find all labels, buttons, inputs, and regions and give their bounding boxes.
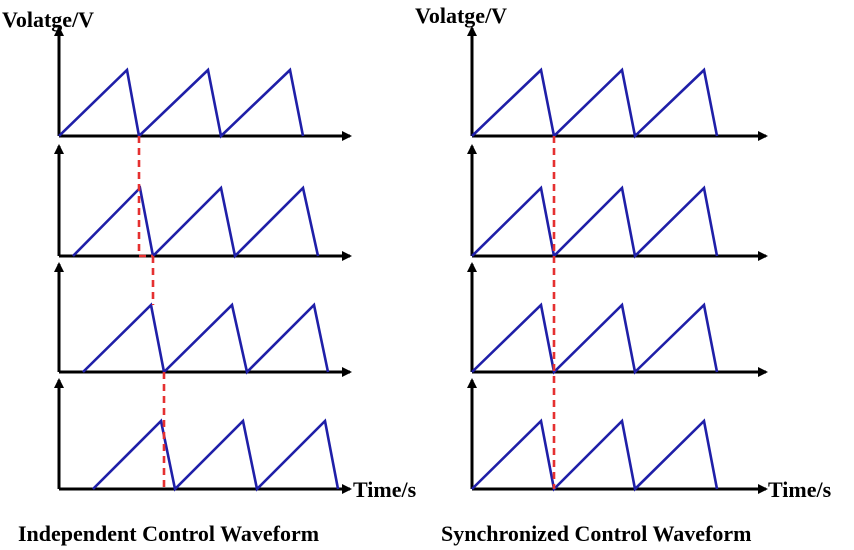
right-row-4 <box>467 378 768 494</box>
right-y-axis-label: Volatge/V <box>415 3 507 28</box>
left-x-axis-label: Time/s <box>353 477 417 502</box>
right-row-4-sawtooth <box>471 418 719 492</box>
left-y-axis-label: Volatge/V <box>2 7 94 32</box>
right-panel: Volatge/V Time/s Synchronized Contr <box>415 3 832 546</box>
left-sync-line-1 <box>137 136 153 258</box>
left-row-4-sawtooth <box>92 418 340 492</box>
left-row-2 <box>54 144 352 261</box>
left-row-2-sawtooth <box>72 185 320 259</box>
right-row-2-sawtooth <box>471 185 719 259</box>
left-row-1 <box>54 26 352 141</box>
right-row-1-sawtooth <box>471 67 719 139</box>
right-x-axis-label: Time/s <box>768 477 832 502</box>
left-row-4 <box>54 378 352 494</box>
right-caption: Synchronized Control Waveform <box>441 521 751 546</box>
right-row-2 <box>467 144 768 261</box>
right-row-1 <box>467 26 768 141</box>
left-row-3 <box>54 262 352 377</box>
left-caption: Independent Control Waveform <box>18 521 319 546</box>
left-row-3-sawtooth <box>82 302 330 375</box>
right-row-3 <box>467 262 768 377</box>
left-panel: Volatge/V Time/s Independ <box>2 7 417 546</box>
right-row-3-sawtooth <box>471 302 719 375</box>
left-row-1-sawtooth <box>58 67 305 139</box>
